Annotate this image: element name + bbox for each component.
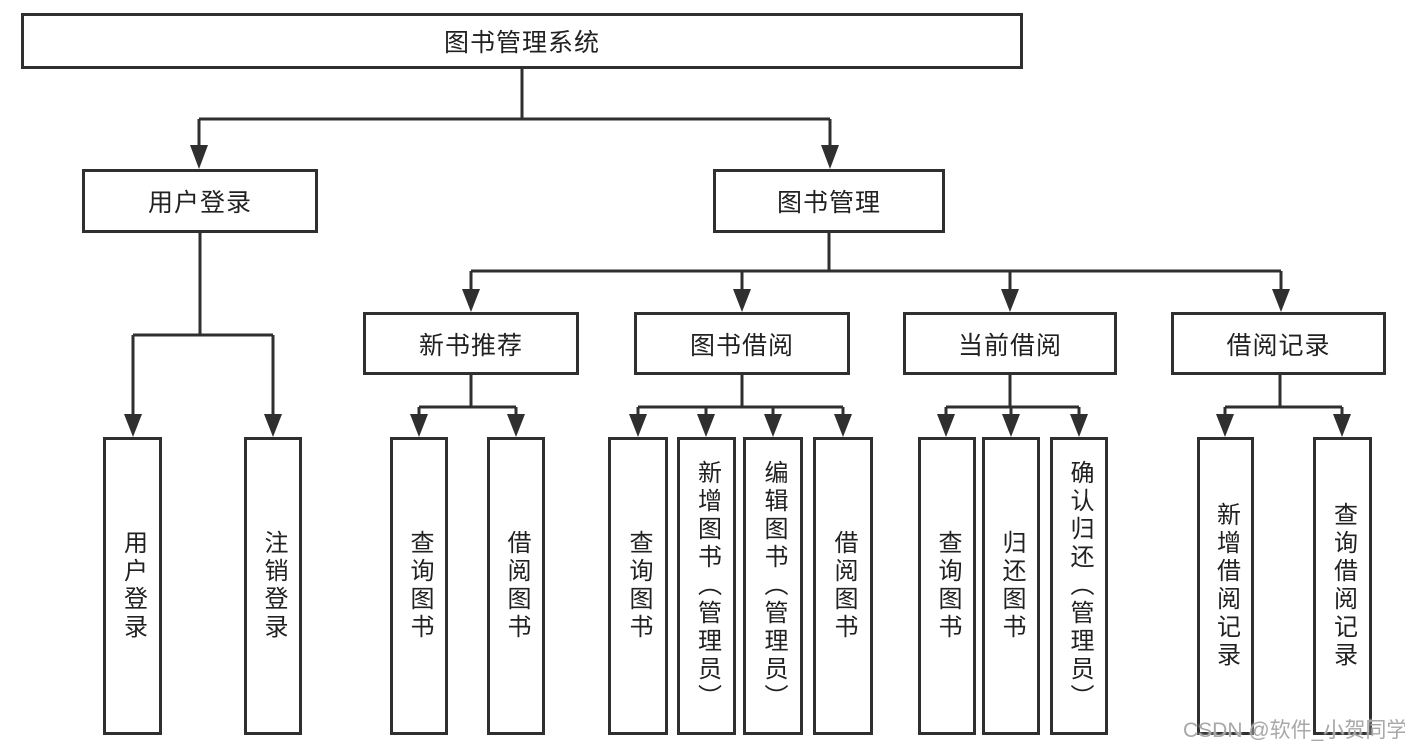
- leaf-label: 查询图书: [406, 530, 433, 642]
- leaf-label: 新增借阅记录: [1212, 502, 1240, 670]
- leaf-label: 查询图书: [625, 530, 652, 642]
- leaf-user-login: 用户登录: [103, 437, 162, 735]
- node-label: 图书借阅: [689, 331, 794, 360]
- node-book-borrow: 图书借阅: [634, 312, 850, 375]
- leaf-label: 归还图书: [998, 530, 1025, 642]
- leaf-label: 查询图书: [934, 530, 961, 642]
- leaf-add-borrow-record: 新增借阅记录: [1197, 437, 1254, 735]
- leaf-query-book-recommend: 查询图书: [390, 437, 448, 735]
- leaf-label: 借阅图书: [830, 530, 857, 642]
- leaf-logout: 注销登录: [244, 437, 302, 735]
- node-current-borrow: 当前借阅: [903, 312, 1117, 375]
- leaf-query-book-borrow: 查询图书: [608, 437, 668, 735]
- leaf-confirm-return-admin: 确认归还（管理员）: [1050, 437, 1108, 735]
- leaf-query-book-current: 查询图书: [918, 437, 976, 735]
- leaf-label: 新增图书（管理员）: [693, 460, 721, 712]
- node-label: 借阅记录: [1226, 331, 1331, 360]
- leaf-label: 确认归还（管理员）: [1066, 460, 1093, 712]
- node-new-book-recommend: 新书推荐: [363, 312, 579, 375]
- node-label: 新书推荐: [418, 331, 523, 360]
- leaf-label: 编辑图书（管理员）: [760, 460, 787, 712]
- node-user-login: 用户登录: [82, 169, 318, 233]
- node-label: 用户登录: [147, 189, 252, 217]
- leaf-label: 查询借阅记录: [1329, 502, 1357, 670]
- leaf-add-book-admin: 新增图书（管理员）: [677, 437, 736, 735]
- leaf-borrow-book: 借阅图书: [813, 437, 873, 735]
- leaf-borrow-book-recommend: 借阅图书: [487, 437, 545, 735]
- node-label: 图书管理系统: [443, 29, 600, 57]
- leaf-query-borrow-record: 查询借阅记录: [1313, 437, 1372, 735]
- leaf-label: 借阅图书: [503, 530, 530, 642]
- leaf-edit-book-admin: 编辑图书（管理员）: [743, 437, 803, 735]
- node-label: 图书管理: [776, 189, 881, 217]
- leaf-label: 注销登录: [260, 530, 287, 642]
- leaf-label: 用户登录: [119, 530, 147, 642]
- arrowheads: [124, 145, 1351, 437]
- node-book-management: 图书管理: [713, 169, 945, 233]
- node-borrow-records: 借阅记录: [1171, 312, 1386, 375]
- csdn-watermark: CSDN @软件_小贺同学: [1183, 719, 1405, 742]
- node-library-management-system: 图书管理系统: [21, 13, 1023, 69]
- node-label: 当前借阅: [957, 331, 1062, 360]
- leaf-return-book: 归还图书: [982, 437, 1040, 735]
